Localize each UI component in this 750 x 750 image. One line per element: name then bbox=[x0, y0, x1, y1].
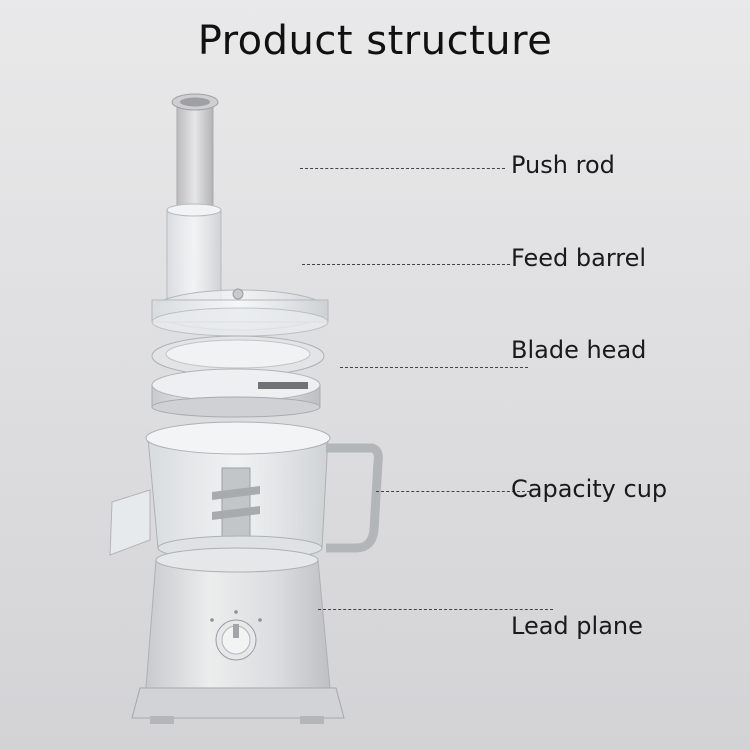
push-rod-part bbox=[171, 93, 219, 213]
blade-head-part bbox=[151, 335, 325, 418]
leader-line-feed-barrel bbox=[302, 264, 510, 265]
page-title: Product structure bbox=[197, 18, 553, 64]
label-blade-head: Blade head bbox=[511, 336, 647, 364]
feed-barrel-part bbox=[151, 203, 329, 337]
label-feed-barrel: Feed barrel bbox=[511, 244, 647, 272]
capacity-cup-part bbox=[109, 421, 383, 561]
leader-line-push-rod bbox=[300, 168, 505, 169]
leader-line-capacity-cup bbox=[376, 491, 530, 492]
lead-plane-part bbox=[131, 547, 345, 724]
label-capacity-cup: Capacity cup bbox=[511, 475, 668, 503]
leader-line-blade-head bbox=[340, 367, 528, 368]
label-push-rod: Push rod bbox=[511, 151, 615, 179]
leader-line-lead-plane bbox=[318, 609, 553, 610]
label-lead-plane: Lead plane bbox=[511, 612, 643, 640]
